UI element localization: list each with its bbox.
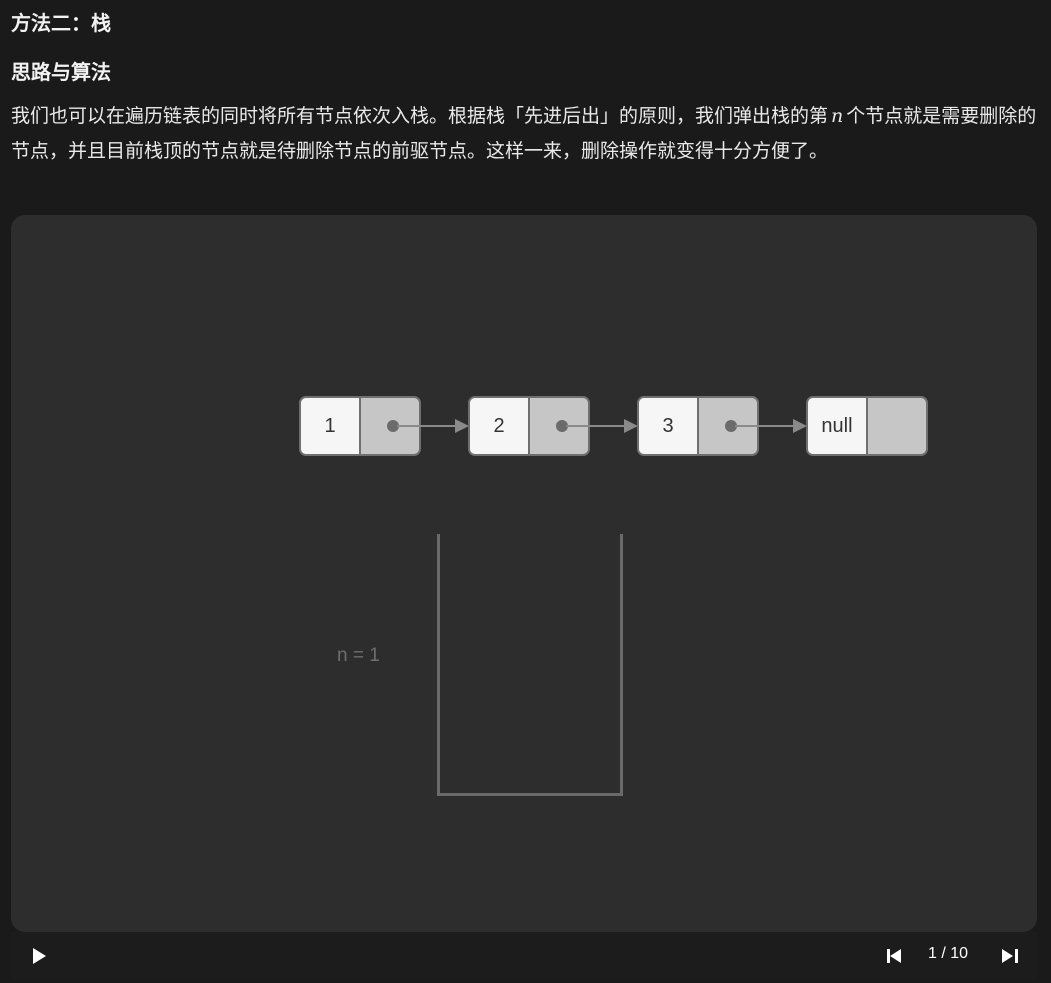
next-triangle (1002, 949, 1013, 963)
prev-bar (887, 949, 890, 963)
list-node-1: 1 (299, 396, 421, 456)
node-value: 2 (470, 398, 530, 454)
next-pointer-arrow (566, 419, 638, 433)
animation-stage: 1 2 3 null n = 1 (11, 215, 1037, 932)
description-paragraph: 我们也可以在遍历链表的同时将所有节点依次入栈。根据栈「先进后出」的原则，我们弹出… (11, 99, 1041, 169)
math-variable-n: n (831, 105, 844, 127)
list-node-null: null (806, 396, 928, 456)
next-pointer-arrow (735, 419, 807, 433)
arrow-head-icon (793, 419, 807, 433)
prev-triangle (890, 949, 901, 963)
arrow-head-icon (624, 419, 638, 433)
node-value: 3 (639, 398, 699, 454)
list-node-3: 3 (637, 396, 759, 456)
play-icon[interactable] (33, 948, 46, 964)
paragraph-text-before: 我们也可以在遍历链表的同时将所有节点依次入栈。根据栈「先进后出」的原则，我们弹出… (11, 105, 829, 127)
pointer-dot-icon (387, 420, 399, 432)
step-counter: 1 / 10 (928, 945, 969, 962)
n-value-label: n = 1 (337, 645, 380, 666)
arrow-head-icon (455, 419, 469, 433)
pointer-dot-icon (556, 420, 568, 432)
pointer-dot-icon (725, 420, 737, 432)
section-heading: 方法二：栈 (11, 11, 111, 35)
next-pointer-arrow (397, 419, 469, 433)
section-subheading: 思路与算法 (11, 60, 111, 84)
skip-next-icon[interactable] (1002, 948, 1018, 964)
node-value: 1 (301, 398, 361, 454)
next-bar (1015, 949, 1018, 963)
player-controls: 1 / 10 (11, 932, 1037, 980)
paragraph-text-after: 个节点就是需要删除的节点，并且目前栈顶的节点就是待删除节点的前驱节点。这样一来，… (11, 105, 1037, 162)
skip-previous-icon[interactable] (887, 948, 903, 964)
node-value: null (808, 398, 868, 454)
stack-container (437, 534, 623, 796)
